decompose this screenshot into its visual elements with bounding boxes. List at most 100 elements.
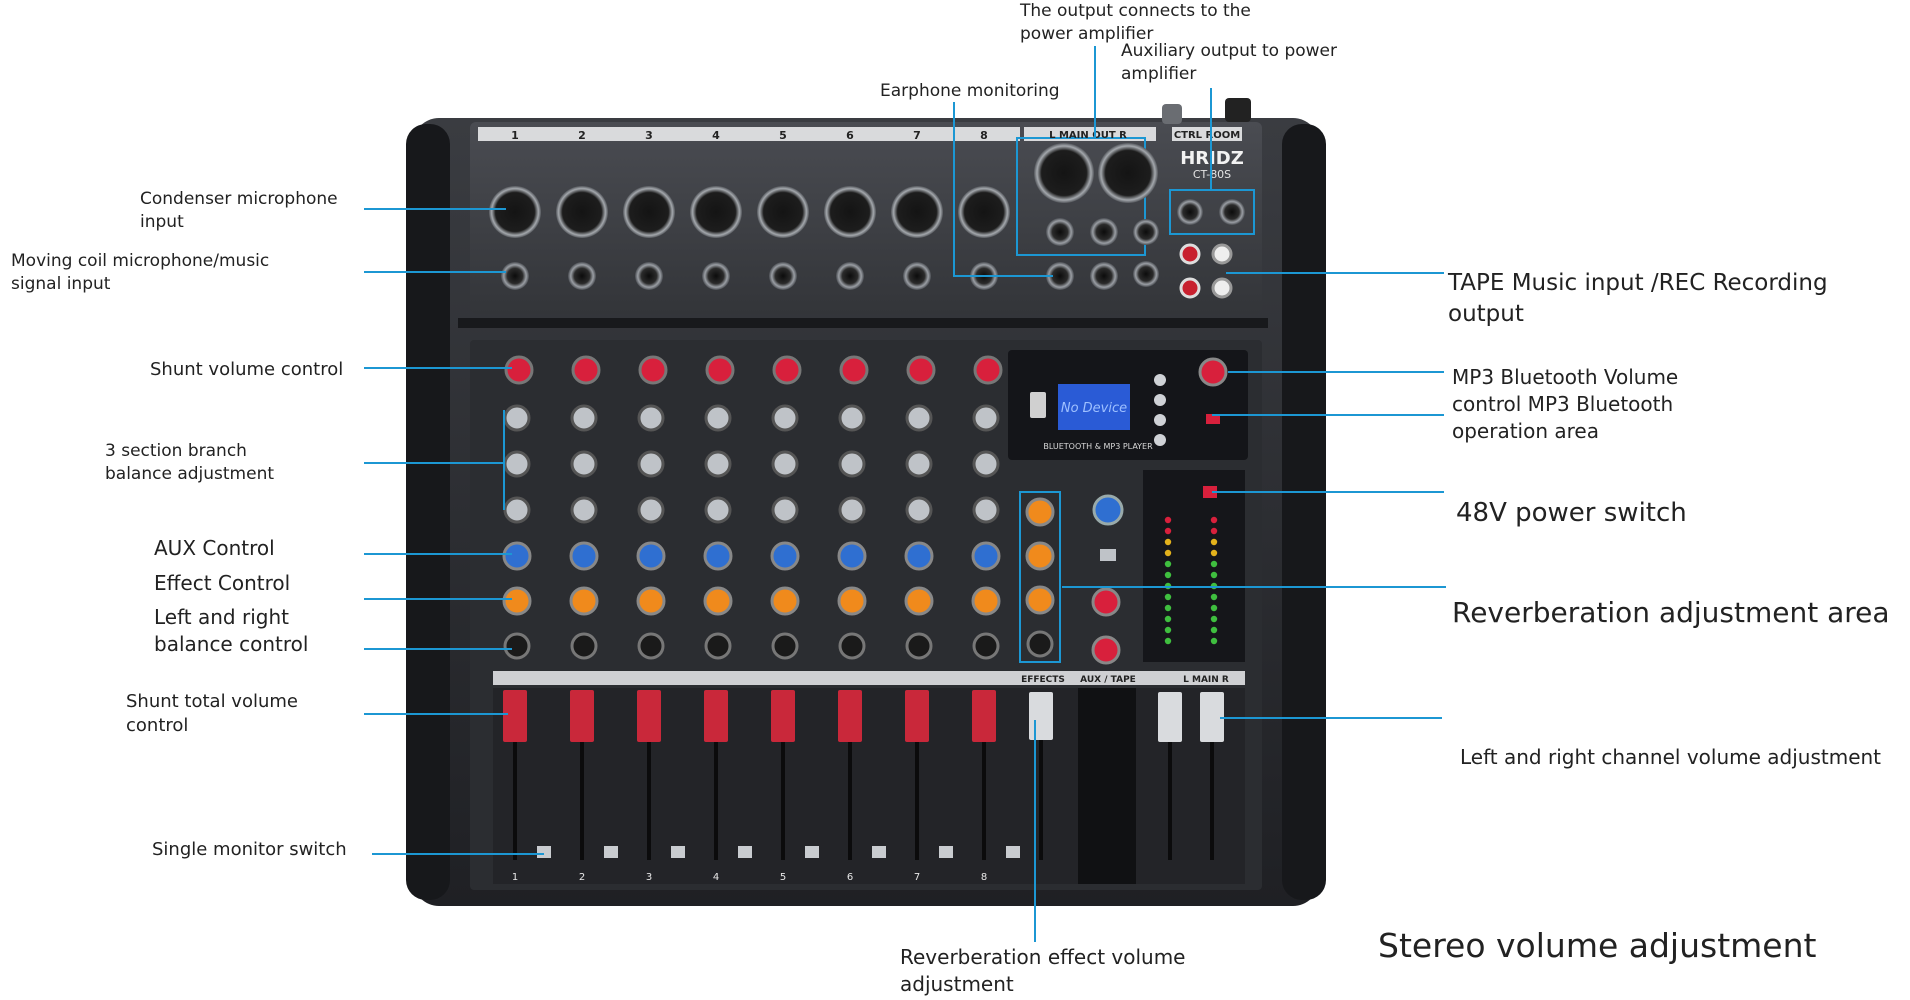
fader-slot [915,700,919,860]
fader-cap [704,690,728,742]
leader-reverb-area [1062,586,1446,588]
top-xlr-stub [1162,104,1182,124]
brand-logo: HRIDZ [1180,148,1244,169]
headphones-knob [1091,635,1121,665]
meter-led [1164,626,1172,634]
eq-knob [905,404,933,432]
label-output-power-amp: The output connects to the power amplifi… [1020,1,1251,44]
rca-in-red [1179,277,1201,299]
model-name: CT-80S [1193,168,1231,181]
eq-knob [637,496,665,524]
label-aux-control: AUX Control [154,536,275,560]
xlr-input-jack [623,186,675,238]
fader-slot [714,700,718,860]
label-stereo-volume: Stereo volume adjustment [1378,926,1817,965]
fader-channel-number: 4 [713,872,719,883]
aux-tape-strip-label: AUX / TAPE [1080,675,1136,685]
label-lr-balance: Left and right balance control [154,605,309,656]
label-mp3-bluetooth: MP3 Bluetooth Volume control MP3 Bluetoo… [1452,365,1679,443]
gain-knob [906,355,936,385]
mp3-level-knob [1198,357,1228,387]
fx-knob [703,586,733,616]
aux-send-jack [1090,262,1118,290]
effects-knob-group [1025,497,1055,658]
line-input-jack [702,262,730,290]
aux-knob [770,541,800,571]
meter-led [1210,571,1218,579]
leader-effect-control [364,598,512,600]
main-fader-cap [1200,692,1224,742]
reverb-knob [1026,630,1054,658]
pfl-switch [738,846,752,858]
aux-knob [569,541,599,571]
eq-knob [838,496,866,524]
pfl-switch [604,846,618,858]
aux-tape-blank-panel [1078,688,1136,884]
fader-slot [1210,700,1214,860]
fader-cap [905,690,929,742]
fader-slot [781,700,785,860]
meter-led [1210,615,1218,623]
meter-led [1210,604,1218,612]
leader-reverb-volume [1034,720,1036,942]
fader-channel-number: 2 [579,872,585,883]
main-out-xlr-right [1098,143,1158,203]
fader-slot [580,700,584,860]
fader-cap [771,690,795,742]
meter-led [1210,549,1218,557]
fx-knob [770,586,800,616]
phones-jack [1046,262,1074,290]
eq-knob [637,404,665,432]
meter-led [1164,637,1172,645]
fader-cap [838,690,862,742]
line-input-jack [769,262,797,290]
leader-aux-output [1210,88,1212,190]
xlr-input-jack [489,186,541,238]
mixer-right-cheek [1282,124,1326,900]
mp3-screen [1058,384,1130,430]
leader-lr-channel [1220,717,1442,719]
eq-knob [570,404,598,432]
phantom-48v-switch [1203,486,1217,498]
usb-port [1030,392,1046,418]
label-effect-control: Effect Control [154,571,291,595]
main-lr-strip-label: L MAIN R [1183,675,1229,685]
xlr-input-jack [690,186,742,238]
gain-knob [638,355,668,385]
pan-knob [570,632,598,660]
gain-knob [973,355,1003,385]
fader-channel-number: 6 [847,872,853,883]
leader-lr-balance [364,648,512,650]
label-aux-output: Auxiliary output to power amplifier [1121,41,1337,84]
fx-knob [569,586,599,616]
label-moving-coil: Moving coil microphone/music signal inpu… [11,251,270,294]
aux-knob [837,541,867,571]
main-fader-cap [1158,692,1182,742]
pfl-switch [1006,846,1020,858]
pan-knob [972,632,1000,660]
leader-48v [1212,491,1444,493]
channel-number-top: 2 [578,129,586,142]
channel-number-top: 7 [913,129,921,142]
main-out-jack-r [1090,218,1118,246]
leader-earphone [953,102,955,275]
fader-channel-number: 1 [512,872,518,883]
line-input-jack [836,262,864,290]
meter-led [1210,593,1218,601]
reverb-knob [1025,585,1055,615]
input-jack-group [489,186,1010,290]
line-input-jack [635,262,663,290]
meter-led [1164,571,1172,579]
aux-knob [971,541,1001,571]
fader-cap [503,690,527,742]
fader-channel-number: 3 [646,872,652,883]
meter-led [1164,560,1172,568]
pan-knob [838,632,866,660]
label-shunt-volume: Shunt volume control [150,359,344,380]
meter-led [1164,604,1172,612]
xlr-input-jack [958,186,1010,238]
gain-knob [839,355,869,385]
pan-knob [771,632,799,660]
reverb-knob [1025,541,1055,571]
